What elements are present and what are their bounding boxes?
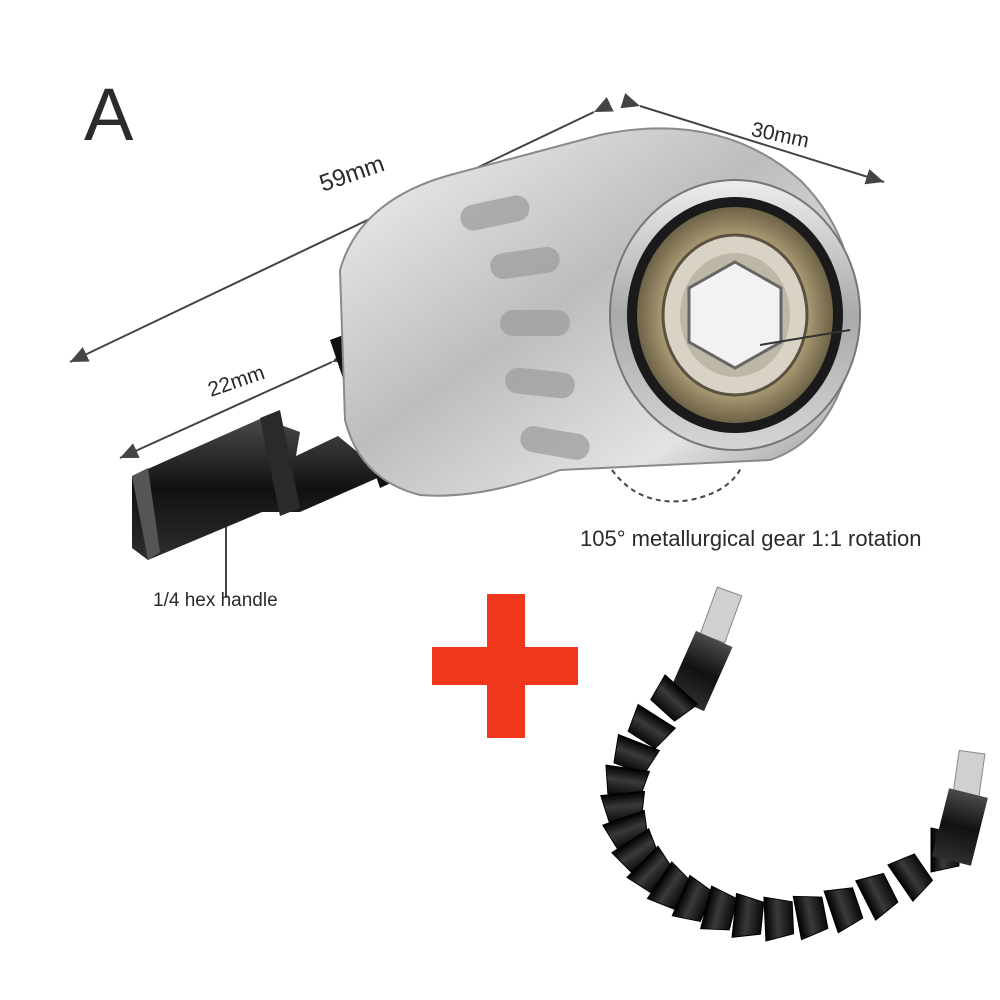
- grip-ribs: [460, 195, 590, 460]
- flex-shaft-segment: [887, 853, 934, 902]
- flex-shaft-segment: [627, 703, 677, 750]
- flex-shaft-segment: [605, 764, 651, 799]
- dim-59-line: [69, 97, 614, 363]
- flex-shaft-segment: [792, 895, 829, 941]
- flex-shaft-segment: [763, 896, 795, 942]
- plus-icon: [432, 594, 578, 738]
- hex-socket: [687, 260, 783, 370]
- flex-shaft-segments: [600, 674, 960, 942]
- gear-rotation-note: 105° metallurgical gear 1:1 rotation: [580, 526, 922, 551]
- flex-shaft-segment: [650, 674, 699, 722]
- flex-shaft-segment: [823, 887, 864, 934]
- dim-30-line: [620, 93, 885, 185]
- variant-label: A: [84, 73, 134, 156]
- flex-shaft-bottom-tip: [932, 749, 988, 866]
- flex-shaft-segment: [855, 872, 899, 921]
- flex-shaft-segment: [731, 892, 765, 938]
- dim-22-line: [119, 347, 352, 459]
- right-angle-adapter: [132, 127, 861, 560]
- flexible-shaft: [600, 586, 988, 942]
- flex-shaft-top-tip: [667, 586, 743, 712]
- hex-handle-note: 1/4 hex handle: [153, 590, 278, 611]
- rotation-arc: [611, 465, 743, 503]
- flex-shaft-segment: [613, 733, 661, 776]
- adapter-head: [609, 179, 861, 451]
- flex-shaft-segment: [699, 885, 738, 931]
- flex-shaft-segment: [671, 874, 714, 923]
